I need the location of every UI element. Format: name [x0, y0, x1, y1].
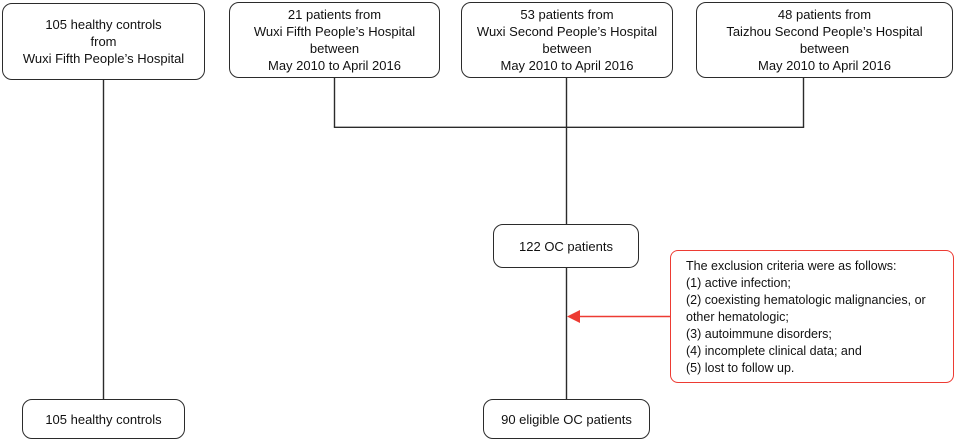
box-105-healthy-controls: 105 healthy controls: [22, 399, 185, 439]
box-label: 105 healthy controls: [45, 411, 162, 427]
box-healthy-controls-source: 105 healthy controls from Wuxi Fifth Peo…: [2, 3, 205, 80]
box-label: 53 patients from Wuxi Second People’s Ho…: [476, 7, 658, 73]
box-wuxi-fifth-patients: 21 patients from Wuxi Fifth People’s Hos…: [229, 2, 440, 78]
box-wuxi-second-patients: 53 patients from Wuxi Second People’s Ho…: [461, 2, 673, 78]
box-label: 122 OC patients: [519, 238, 613, 254]
box-taizhou-second-patients: 48 patients from Taizhou Second People’s…: [696, 2, 953, 78]
box-exclusion-criteria: The exclusion criteria were as follows: …: [670, 250, 954, 383]
box-label: 90 eligible OC patients: [501, 411, 632, 427]
left-arrowhead-icon: [567, 310, 580, 323]
exclusion-criteria-text: The exclusion criteria were as follows: …: [686, 259, 926, 375]
box-label: 48 patients from Taizhou Second People’s…: [726, 7, 923, 73]
box-122-oc-patients: 122 OC patients: [493, 224, 639, 268]
box-90-eligible-oc-patients: 90 eligible OC patients: [483, 399, 650, 439]
box-label: 105 healthy controls from Wuxi Fifth Peo…: [22, 17, 185, 66]
box-label: 21 patients from Wuxi Fifth People’s Hos…: [253, 7, 416, 73]
